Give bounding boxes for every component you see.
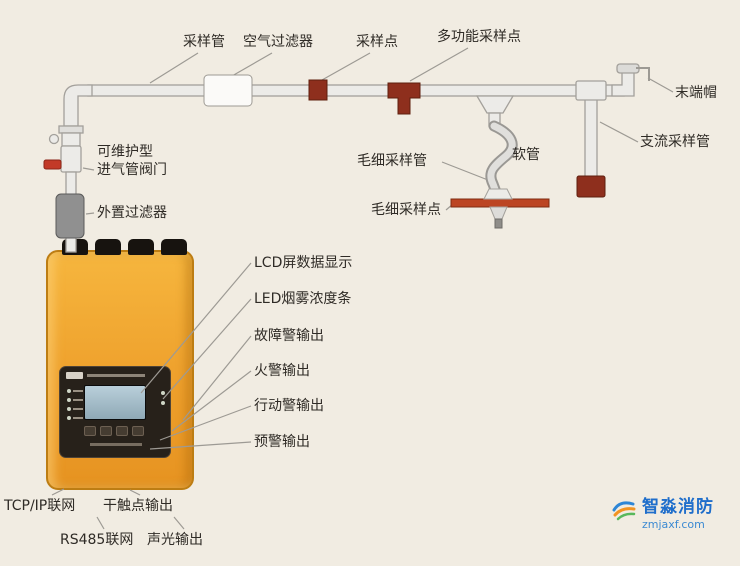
led-label-mark (73, 417, 83, 419)
control-panel (59, 366, 171, 458)
branch-pipe (584, 97, 598, 179)
label-rs485: RS485联网 (60, 532, 134, 548)
model-text-line (87, 374, 145, 377)
status-led (67, 407, 71, 411)
device-top-port (128, 239, 154, 255)
external-filter-body (55, 193, 85, 239)
label-intake-valve-line2: 进气管阀门 (97, 162, 167, 178)
label-capillary-sampling-pipe: 毛细采样管 (357, 153, 427, 169)
sampling-fittings (308, 79, 606, 198)
label-fault-alarm-output: 故障警输出 (254, 328, 324, 344)
panel-button (116, 426, 128, 436)
status-led (67, 416, 71, 420)
label-air-filter: 空气过滤器 (243, 34, 313, 50)
device-top-port (95, 239, 121, 255)
brand-logo: 智淼消防 zmjaxf.com (612, 497, 714, 531)
label-tcpip: TCP/IP联网 (4, 498, 76, 514)
status-led (161, 401, 165, 405)
sampling-point-block (308, 79, 328, 101)
capillary-cone (483, 188, 513, 200)
label-end-cap: 末端帽 (675, 85, 717, 101)
panel-text-line (90, 443, 142, 446)
logo-name: 智淼消防 (642, 497, 714, 517)
panel-button (100, 426, 112, 436)
label-intake-valve-line1: 可维护型 (97, 144, 153, 160)
led-label-mark (73, 408, 83, 410)
drop-tube (488, 112, 501, 127)
label-intake-valve: 可维护型 进气管阀门 (97, 143, 167, 179)
device-top-port (62, 239, 88, 255)
branch-tee-sleeve (575, 80, 607, 101)
label-sampling-point: 采样点 (356, 34, 398, 50)
flexible-hose-outline (485, 120, 518, 198)
left-elbow (63, 84, 93, 127)
device-top-port (161, 239, 187, 255)
union-knob (48, 133, 60, 145)
status-led (67, 389, 71, 393)
panel-button (132, 426, 144, 436)
detector-body (46, 239, 194, 490)
logo-url: zmjaxf.com (642, 518, 705, 531)
label-external-filter: 外置过滤器 (97, 205, 167, 221)
led-label-mark (73, 399, 83, 401)
end-elbow (611, 71, 635, 97)
drop-funnel (475, 95, 515, 114)
logo-text: 智淼消防 zmjaxf.com (642, 497, 714, 531)
pipe-flange (58, 125, 84, 134)
flexible-hose (487, 122, 516, 196)
label-prewarning-output: 预警输出 (254, 434, 310, 450)
capillary-nozzle (489, 206, 508, 220)
label-branch-sampling-pipe: 支流采样管 (640, 134, 710, 150)
label-sound-light: 声光输出 (147, 532, 203, 548)
capillary-sampling-bar (450, 198, 550, 208)
status-led (161, 391, 165, 395)
label-fire-alarm-output: 火警输出 (254, 363, 310, 379)
label-led-bar: LED烟雾浓度条 (254, 291, 352, 307)
end-cap-hook (636, 67, 650, 81)
valve-handle (43, 159, 62, 170)
label-dry-contact: 干触点输出 (103, 498, 173, 514)
label-action-alarm-output: 行动警输出 (254, 398, 324, 414)
main-sampling-pipe (87, 84, 625, 97)
air-filter-box (203, 74, 253, 107)
multi-function-sampling-point-block (387, 82, 421, 115)
label-lcd-display: LCD屏数据显示 (254, 255, 353, 271)
label-multi-function-sampling-point: 多功能采样点 (437, 29, 521, 45)
led-label-mark (73, 390, 83, 392)
lcd-screen (84, 385, 146, 420)
status-led (67, 398, 71, 402)
valve-body (60, 145, 82, 173)
panel-button (84, 426, 96, 436)
brand-mark (66, 372, 83, 379)
label-capillary-sampling-point: 毛细采样点 (371, 202, 441, 218)
branch-end-block (576, 175, 606, 198)
end-cap-piece (616, 63, 640, 74)
logo-swoosh-icon (612, 501, 636, 521)
label-sampling-pipe: 采样管 (183, 34, 225, 50)
capillary-nozzle-tip (494, 218, 503, 229)
valve-drop-pipe (65, 171, 77, 197)
label-soft-hose: 软管 (512, 147, 540, 163)
union-fitting (61, 132, 81, 147)
